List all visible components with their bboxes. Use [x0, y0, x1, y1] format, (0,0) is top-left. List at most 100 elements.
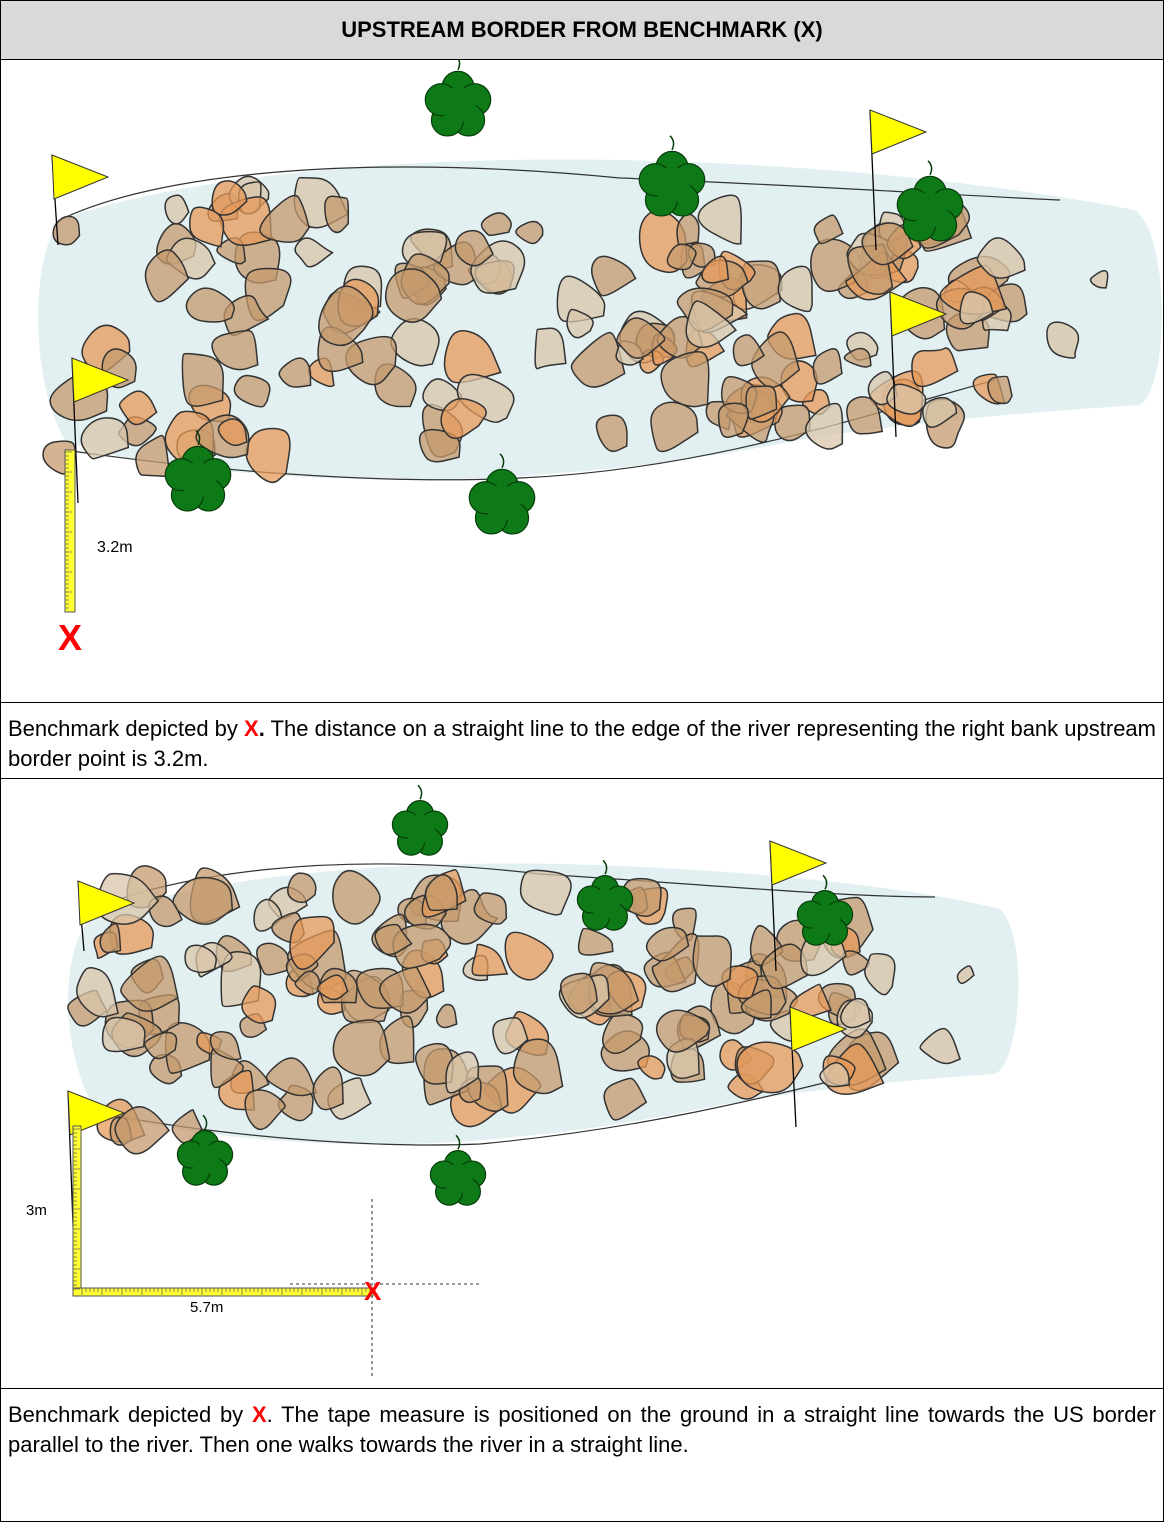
rock [504, 931, 554, 981]
rock [99, 923, 122, 954]
plant-icon [576, 859, 634, 931]
caption-1-text: The distance on a straight line to the e… [8, 716, 1156, 771]
rock [911, 347, 959, 388]
plant-icon [164, 430, 232, 512]
rock [440, 398, 487, 440]
rock [761, 943, 809, 990]
rock [184, 944, 217, 974]
rock [445, 1051, 480, 1094]
flag-icon [51, 154, 110, 246]
rock [471, 943, 509, 977]
border-flags [67, 840, 848, 1252]
rock [519, 869, 572, 916]
rock [732, 334, 766, 367]
rock [256, 942, 290, 976]
river-rocks [67, 865, 975, 1155]
divider [0, 778, 1164, 779]
rock [492, 1017, 529, 1055]
rock [384, 268, 443, 323]
rock [287, 872, 317, 904]
rock [294, 237, 334, 268]
rock [241, 985, 277, 1024]
rock [473, 892, 508, 925]
rock [316, 974, 349, 1001]
rock [294, 970, 321, 996]
rock [819, 1062, 851, 1088]
rock [289, 915, 335, 970]
rock [813, 214, 844, 245]
flag-icon [889, 291, 948, 438]
tape-measure [72, 1125, 374, 1297]
rock [841, 950, 870, 976]
flag-icon [789, 1006, 848, 1128]
rock [114, 1105, 171, 1155]
diagram-panel-1: 3.2m X [38, 60, 1162, 658]
vertical-distance-label: 3m [26, 1202, 47, 1219]
rock [534, 327, 567, 370]
rock [692, 935, 733, 988]
rock [685, 300, 738, 349]
rock [590, 255, 637, 297]
rock [379, 966, 432, 1014]
rock [919, 1027, 962, 1065]
rock [864, 952, 896, 996]
rock [424, 874, 458, 912]
benchmark-marker: X [58, 617, 82, 658]
rock [987, 375, 1013, 405]
caption-1-marker: X [244, 716, 259, 741]
rock [601, 1012, 644, 1055]
rock [666, 243, 697, 271]
rock [148, 895, 183, 928]
rock [637, 1055, 666, 1080]
rock [135, 434, 171, 478]
rock [777, 265, 813, 313]
rock [265, 1057, 318, 1097]
rock [278, 357, 312, 388]
rock [211, 329, 259, 371]
rock [515, 220, 544, 245]
rock [332, 869, 381, 925]
rock [616, 317, 666, 359]
rock [595, 414, 628, 453]
flag-icon [769, 840, 828, 972]
border-flags [51, 109, 948, 504]
rock [645, 926, 690, 962]
rock [676, 213, 700, 246]
rock [512, 1038, 564, 1095]
rock [577, 927, 614, 956]
rock [374, 923, 413, 956]
divider [0, 1388, 1164, 1389]
rock [651, 932, 700, 993]
rock [223, 294, 270, 336]
rock [956, 965, 975, 985]
plant-icon [391, 784, 449, 856]
plant-icon [638, 135, 706, 217]
rock [189, 206, 225, 248]
rock [332, 1019, 391, 1077]
rock [886, 383, 927, 415]
rock [745, 385, 778, 420]
plant-icon [468, 453, 536, 535]
rock [318, 285, 374, 347]
rock [52, 215, 81, 246]
rock [324, 195, 350, 234]
caption-2-text: . The tape measure is positioned on the … [8, 1402, 1156, 1457]
caption-2-marker: X [251, 1402, 267, 1427]
rock [1046, 321, 1080, 359]
rock [603, 1077, 648, 1121]
plants [164, 60, 964, 535]
rock [181, 352, 224, 407]
plants [176, 784, 854, 1206]
rock [480, 212, 512, 237]
rock [976, 237, 1026, 279]
caption-1: Benchmark depicted by X. The distance on… [8, 714, 1156, 774]
caption-2-prefix: Benchmark depicted by [8, 1402, 252, 1427]
rock [172, 876, 234, 925]
rock [840, 997, 872, 1029]
flag-icon [77, 880, 136, 952]
rock [566, 308, 594, 339]
page-title: UPSTREAM BORDER FROM BENCHMARK (X) [1, 1, 1163, 60]
rock [185, 287, 235, 323]
tape-measure [64, 449, 76, 613]
